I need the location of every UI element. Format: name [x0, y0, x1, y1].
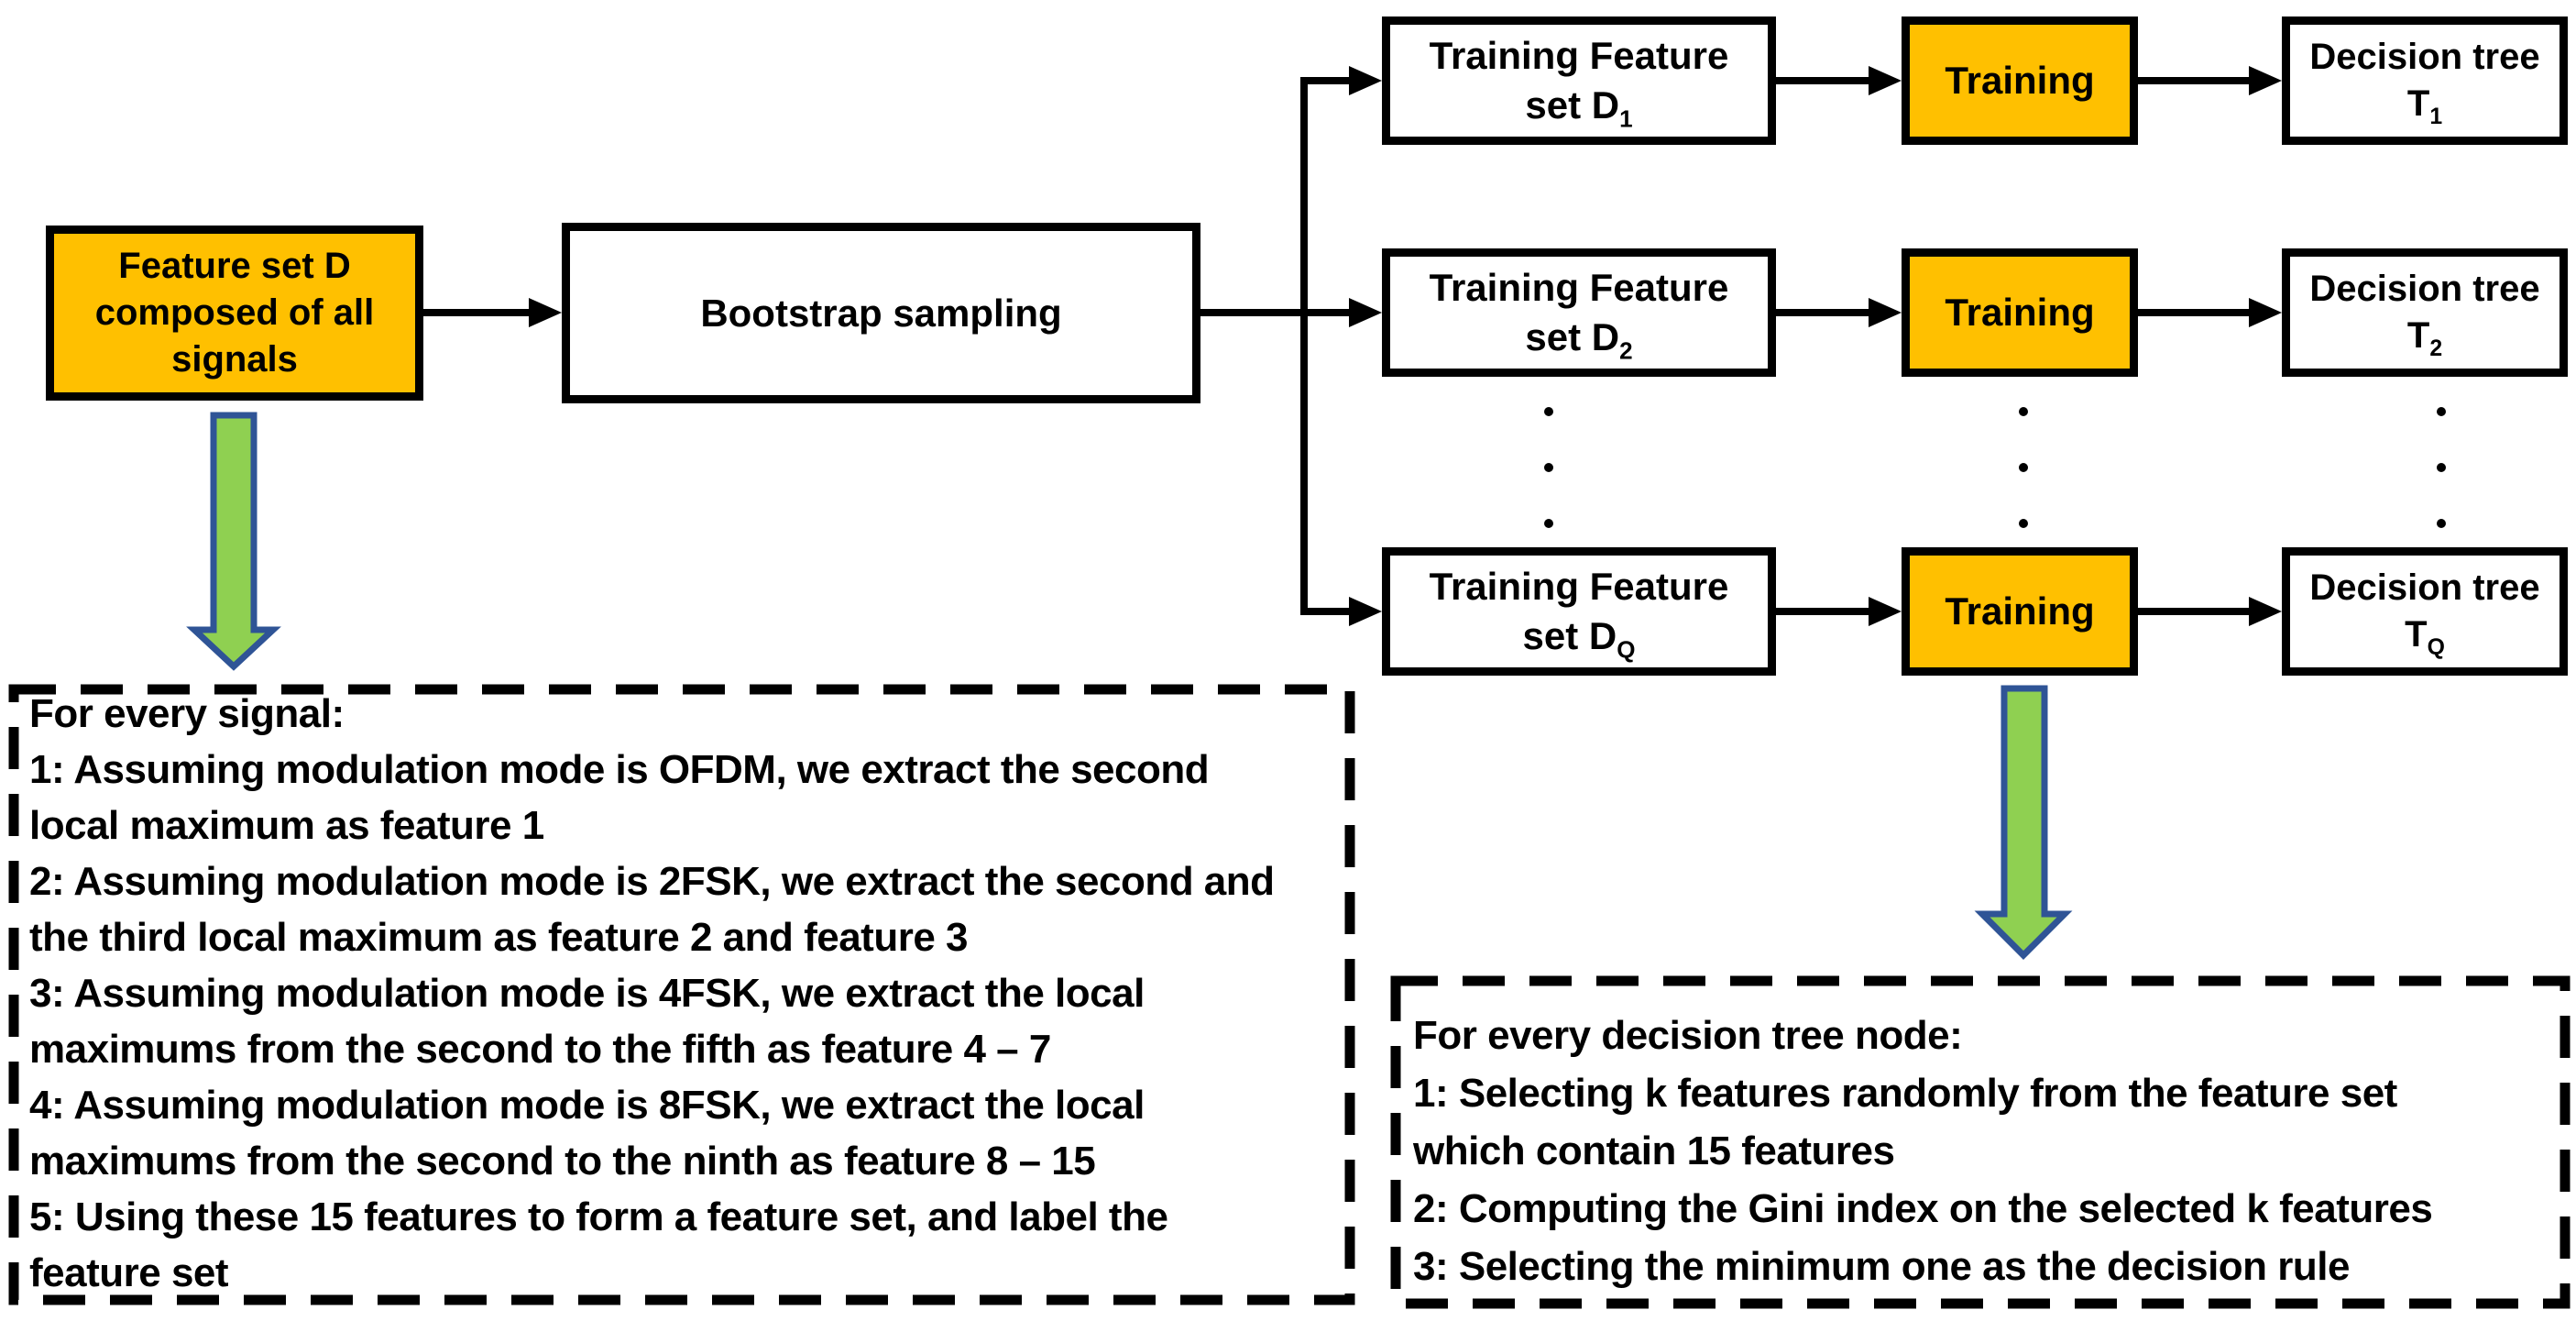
training-feature-label-1: Training Feature: [1429, 34, 1729, 78]
note-line: 1: Selecting k features randomly from th…: [1413, 1071, 2397, 1116]
bootstrap-sampling-box: Bootstrap sampling: [562, 223, 1200, 403]
arrowhead-into-training-1: [1869, 66, 1902, 95]
green-arrow-featureset-to-note: [186, 412, 281, 671]
note-line: For every signal:: [29, 691, 345, 736]
decision-tree-box-q: Decision tree TQ: [2282, 547, 2568, 676]
arrowhead-into-training-q: [1869, 597, 1902, 626]
training-feature-set-box-2: Training Feature set D2: [1382, 248, 1776, 377]
decision-tree-id-1: T1: [2406, 83, 2443, 129]
note-line: For every decision tree node:: [1413, 1013, 1963, 1058]
arrowhead-into-featureset-2: [1349, 298, 1382, 327]
decision-tree-id-q: TQ: [2405, 614, 2445, 660]
decision-tree-box-2: Decision tree T2: [2282, 248, 2568, 377]
note-line: which contain 15 features: [1413, 1128, 1895, 1173]
feature-set-d-box: Feature set D composed of all signals: [46, 226, 423, 401]
training-feature-set-id-q: set DQ: [1522, 614, 1636, 664]
training-box-2: Training: [1902, 248, 2138, 377]
ellipsis-dots-featureset-column: [1544, 407, 1553, 528]
training-label-2: Training: [1945, 291, 2095, 335]
note-line: the third local maximum as feature 2 and…: [29, 915, 969, 960]
green-arrow-training-to-note: [1974, 685, 2073, 960]
training-feature-set-box-q: Training Feature set DQ: [1382, 547, 1776, 676]
training-feature-set-id-2: set D2: [1525, 315, 1633, 365]
decision-tree-label-1: Decision tree: [2309, 36, 2540, 77]
arrowhead-into-featureset-1: [1349, 66, 1382, 95]
note-line: 4: Assuming modulation mode is 8FSK, we …: [29, 1083, 1145, 1128]
feature-set-d-line1: Feature set D: [118, 245, 351, 286]
decision-tree-label-q: Decision tree: [2309, 567, 2540, 608]
note-line: 1: Assuming modulation mode is OFDM, we …: [29, 747, 1210, 792]
note-line: 2: Computing the Gini index on the selec…: [1413, 1186, 2433, 1231]
training-box-1: Training: [1902, 17, 2138, 145]
training-box-q: Training: [1902, 547, 2138, 676]
arrowhead-into-tree-q: [2249, 597, 2282, 626]
training-feature-label-q: Training Feature: [1429, 565, 1729, 609]
note-line: local maximum as feature 1: [29, 803, 544, 848]
training-feature-label-2: Training Feature: [1429, 266, 1729, 310]
feature-extraction-note: For every signal: 1: Assuming modulation…: [29, 686, 1340, 1301]
training-feature-set-box-1: Training Feature set D1: [1382, 17, 1776, 145]
arrowhead-into-training-2: [1869, 298, 1902, 327]
arrowhead-into-bootstrap: [529, 298, 562, 327]
arrowhead-into-tree-2: [2249, 298, 2282, 327]
decision-tree-label-2: Decision tree: [2309, 268, 2540, 309]
arrowhead-into-tree-1: [2249, 66, 2282, 95]
ellipsis-dots-tree-column: [2437, 407, 2446, 528]
note-line: maximums from the second to the fifth as…: [29, 1027, 1051, 1072]
note-line: 5: Using these 15 features to form a fea…: [29, 1194, 1168, 1239]
right-note-dashed-border: [1390, 975, 2571, 1309]
note-line: 3: Selecting the minimum one as the deci…: [1413, 1244, 2350, 1289]
note-line: maximums from the second to the ninth as…: [29, 1139, 1096, 1183]
note-line: 2: Assuming modulation mode is 2FSK, we …: [29, 859, 1275, 904]
arrowhead-into-featureset-q: [1349, 597, 1382, 626]
feature-set-d-line3: signals: [171, 339, 298, 380]
note-line: 3: Assuming modulation mode is 4FSK, we …: [29, 971, 1145, 1016]
training-feature-set-id-1: set D1: [1525, 83, 1633, 133]
training-label-q: Training: [1945, 589, 2095, 633]
decision-node-note: For every decision tree node: 1: Selecti…: [1413, 1007, 2549, 1295]
decision-tree-box-1: Decision tree T1: [2282, 17, 2568, 145]
feature-set-d-line2: composed of all: [94, 292, 375, 333]
ellipsis-dots-training-column: [2019, 407, 2028, 528]
left-note-dashed-border: [8, 684, 1355, 1305]
bootstrap-sampling-label: Bootstrap sampling: [700, 291, 1062, 335]
training-label-1: Training: [1945, 59, 2095, 103]
note-line: feature set: [29, 1250, 229, 1295]
decision-tree-id-2: T2: [2406, 315, 2443, 361]
